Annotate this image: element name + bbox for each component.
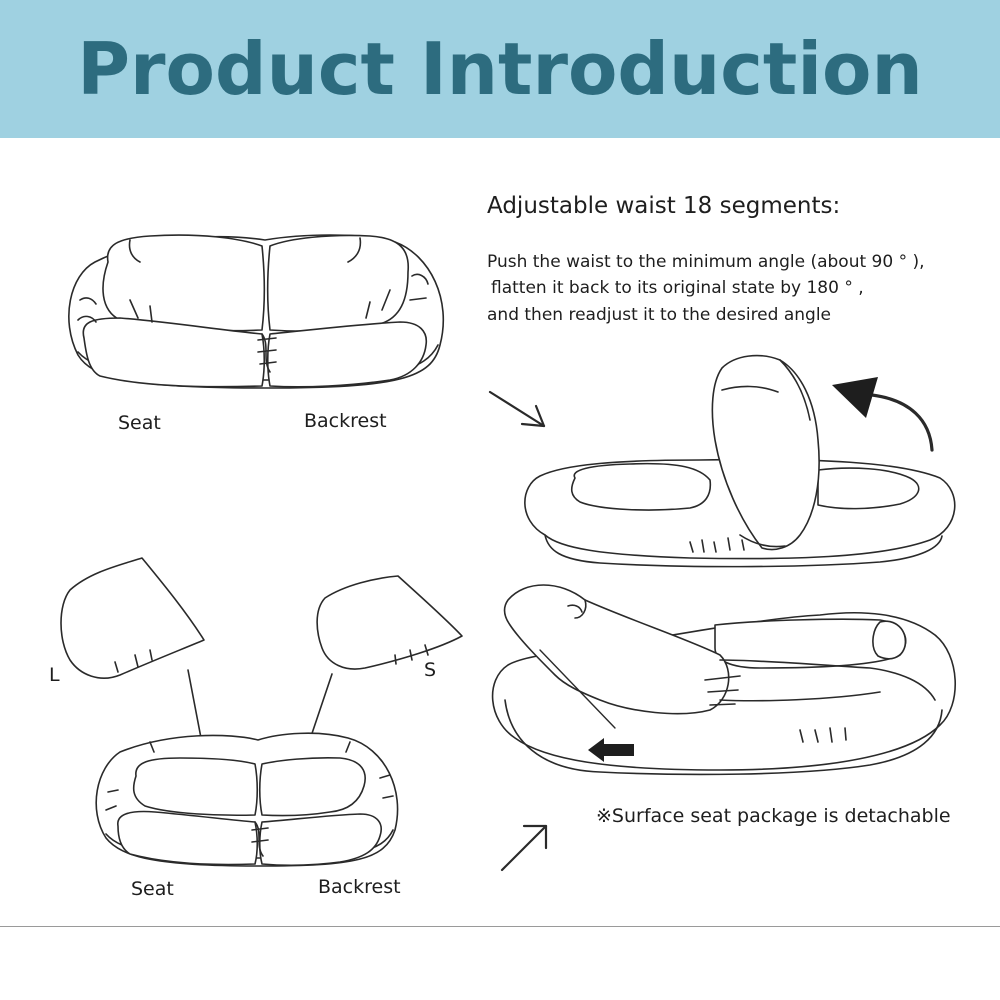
page-title: Product Introduction <box>77 27 923 111</box>
pad-l-label: L <box>49 664 60 686</box>
flat-sofa-illustration <box>68 234 445 389</box>
detachable-note: ※Surface seat package is detachable <box>596 805 951 827</box>
top-backrest-label: Backrest <box>304 410 387 432</box>
instructions-heading: Adjustable waist 18 segments: <box>487 193 841 219</box>
bottom-backrest-label: Backrest <box>318 876 401 898</box>
chair-upright-illustration <box>524 354 956 568</box>
bottom-seat-label: Seat <box>131 878 174 900</box>
top-seat-label: Seat <box>118 412 161 434</box>
pad-l-illustration <box>60 557 205 679</box>
title-banner: Product Introduction <box>0 0 1000 138</box>
instruction-line-1: Push the waist to the minimum angle (abo… <box>487 252 925 272</box>
pad-s-label: S <box>424 659 437 681</box>
arrow-down-right-icon <box>488 390 546 428</box>
curved-arrow-up-icon <box>832 377 934 452</box>
sofa-with-pads-illustration <box>95 732 399 867</box>
chair-reclined-illustration <box>491 584 957 776</box>
pad-s-illustration <box>316 575 463 670</box>
arrow-up-right-icon <box>500 824 548 872</box>
instruction-line-2: flatten it back to its original state by… <box>491 278 864 298</box>
instruction-line-3: and then readjust it to the desired angl… <box>487 305 832 325</box>
arrow-left-icon <box>588 738 634 762</box>
bottom-divider <box>0 926 1000 927</box>
